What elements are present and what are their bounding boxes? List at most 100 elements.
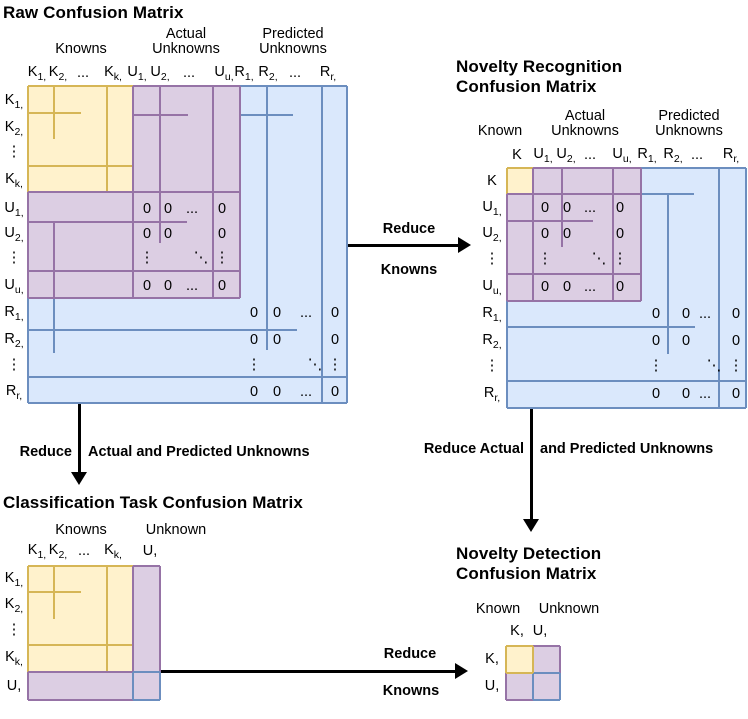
row-label: R2, (482, 332, 502, 351)
grid-line (507, 380, 746, 382)
grid-line (266, 86, 268, 350)
zero-cell: ... (299, 384, 313, 400)
grid-line (533, 672, 560, 674)
col-label: K2, (48, 64, 68, 83)
group-header: Known (477, 123, 523, 139)
col-label: U2, (556, 146, 576, 165)
recognition-matrix-title: Novelty Recognition Confusion Matrix (456, 57, 622, 97)
row-label: U, (6, 678, 22, 694)
matrix-region-purple (533, 168, 641, 194)
row-label: U2, (482, 225, 502, 244)
zero-cell: 0 (540, 279, 550, 295)
zero-cell: ⋱ (706, 358, 722, 374)
zero-cell: 0 (217, 226, 227, 242)
col-label: ... (690, 147, 704, 163)
grid-line (718, 168, 720, 408)
grid-line (28, 565, 133, 567)
zero-cell: 0 (163, 201, 173, 217)
zero-cell: ⋮ (214, 250, 230, 266)
zero-cell: 0 (249, 305, 259, 321)
col-label: Uu, (214, 64, 234, 83)
zero-cell: 0 (615, 279, 625, 295)
row-label: Uu, (482, 278, 502, 297)
row-label: Rr, (5, 383, 23, 402)
grid-line (559, 646, 561, 673)
zero-cell: 0 (562, 279, 572, 295)
zero-cell: 0 (142, 278, 152, 294)
grid-line (506, 194, 508, 301)
arrow-label-reduce: Reduce (383, 646, 437, 662)
col-label: U1, (533, 146, 553, 165)
recognition-title-line1: Novelty Recognition (456, 57, 623, 76)
zero-cell: ⋮ (537, 251, 553, 267)
arrow-label-reduce-actual: Reduce Actual (423, 441, 524, 457)
grid-line (507, 273, 641, 275)
grid-line (28, 297, 240, 299)
grid-line (28, 644, 133, 646)
grid-line (133, 565, 160, 567)
grid-line (641, 193, 694, 195)
group-header: Knowns (55, 522, 107, 538)
matrix-region-purple (28, 192, 133, 298)
grid-line (507, 300, 641, 302)
zero-cell: ... (299, 305, 313, 321)
grid-line (27, 86, 29, 192)
matrix-region-blue (28, 298, 347, 403)
grid-line (561, 168, 563, 247)
detection-title-line2: Confusion Matrix (456, 564, 597, 583)
col-label: U, (532, 623, 548, 639)
arrow-line (78, 403, 81, 472)
col-label: Rr, (722, 146, 740, 165)
group-header: Unknown (538, 601, 600, 617)
row-label: K2, (4, 119, 24, 138)
row-label: ⋮ (6, 144, 22, 160)
grid-line (159, 672, 161, 700)
grid-line (106, 566, 108, 672)
grid-line (212, 86, 214, 298)
zero-cell: 0 (330, 384, 340, 400)
zero-cell: 0 (651, 386, 661, 402)
row-label: Uu, (4, 277, 24, 296)
grid-line (533, 167, 641, 169)
row-label: Kk, (5, 171, 23, 190)
grid-line (239, 86, 241, 298)
zero-cell: 0 (217, 278, 227, 294)
zero-cell: ... (583, 279, 597, 295)
matrix-region-purple (507, 194, 533, 301)
arrow-label-unknowns: Actual and Predicted Unknowns (88, 444, 310, 460)
zero-cell: 0 (651, 306, 661, 322)
row-label: R1, (482, 305, 502, 324)
col-label: U, (142, 543, 158, 559)
zero-cell: 0 (249, 332, 259, 348)
col-label: ... (288, 65, 302, 81)
matrix-region-blue (507, 301, 746, 408)
classification-matrix-title: Classification Task Confusion Matrix (3, 493, 303, 512)
col-label: ... (77, 543, 91, 559)
zero-cell: 0 (731, 386, 741, 402)
grid-line (507, 167, 533, 169)
group-header: Known (475, 601, 521, 617)
raw-matrix-title: Raw Confusion Matrix (3, 3, 184, 22)
zero-cell: ... (698, 386, 712, 402)
zero-cell: 0 (249, 384, 259, 400)
col-label: K, (510, 623, 524, 639)
zero-cell: ⋱ (307, 357, 323, 373)
grid-line (505, 646, 507, 673)
matrix-region-purple (506, 673, 533, 700)
arrow-label-predicted-unknowns: and Predicted Unknowns (540, 441, 714, 457)
arrow-head-icon (71, 472, 87, 485)
col-label: U2, (150, 64, 170, 83)
zero-cell: ... (583, 200, 597, 216)
grid-line (532, 646, 534, 673)
grid-line (27, 672, 29, 700)
row-label: R1, (4, 304, 24, 323)
col-label: Kk, (104, 542, 122, 561)
zero-cell: 0 (540, 226, 550, 242)
zero-cell: 0 (651, 333, 661, 349)
row-label: K (487, 173, 497, 189)
arrow-head-icon (523, 519, 539, 532)
arrow-head-icon (455, 663, 468, 679)
